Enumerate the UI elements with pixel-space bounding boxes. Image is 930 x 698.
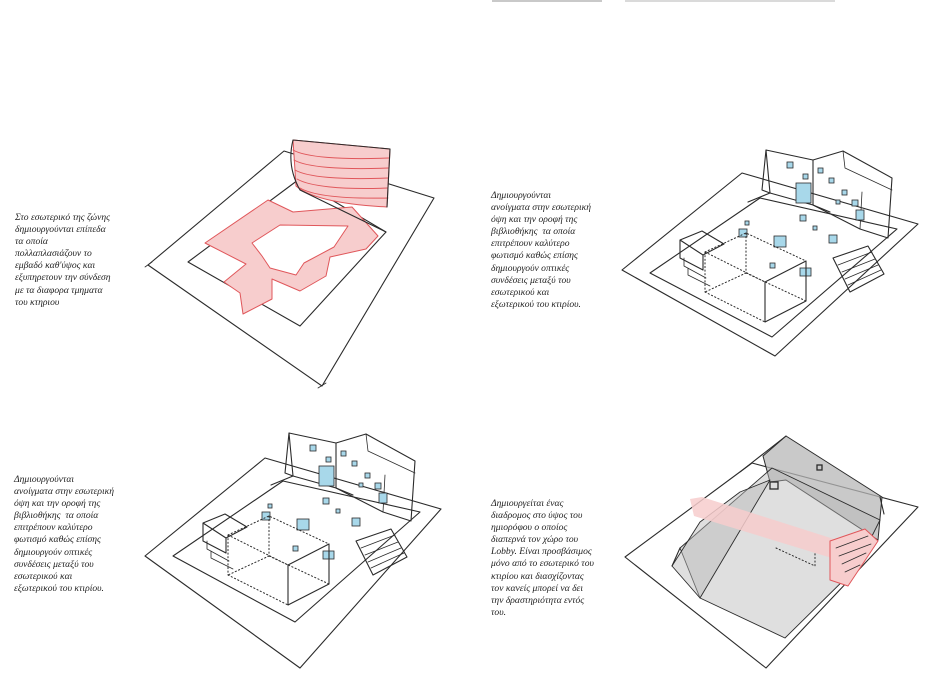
library-openings-drawing <box>679 149 893 323</box>
site-plate <box>147 150 435 387</box>
roof-slab <box>649 197 898 338</box>
walkway-dotted-path <box>775 547 816 567</box>
roof-opening-mark <box>816 464 823 471</box>
wall-edge-lines <box>671 435 885 567</box>
cropped-header-fragment <box>625 0 835 2</box>
diagram-library-openings-bottom <box>144 432 442 669</box>
site-plate <box>621 172 919 357</box>
mezzanine-walkway-band <box>690 497 862 566</box>
site-plate <box>144 457 442 669</box>
library-openings-drawing <box>202 432 416 606</box>
walkway-stair-steps <box>835 535 872 573</box>
caption-library-openings-bottom: Δημιουργούνται ανοίγματα στην εσωτερική … <box>14 474 114 594</box>
roof-opening-mark <box>769 481 779 490</box>
caption-floor-levels: Στο εσωτερικό της ζώνης δημιουργούνται ε… <box>15 212 111 308</box>
site-plate-overshoot <box>144 261 327 389</box>
wall-level-lines <box>292 149 390 199</box>
diagram-mezzanine-walkway <box>624 435 919 669</box>
upper-plane <box>671 479 771 599</box>
walkway-stair-block <box>829 528 879 587</box>
diagram-library-openings-top <box>621 149 919 357</box>
striped-wall-outline <box>290 139 391 233</box>
cropped-header-fragment <box>492 0 602 2</box>
caption-library-openings-top: Δημιουργούνται ανοίγματα στην εσωτερική … <box>491 190 591 310</box>
caption-mezzanine-walkway: Δημιουργείται ένας διαδρομος στο ύψος το… <box>491 498 594 618</box>
site-plate <box>624 462 919 669</box>
roof-slab <box>172 480 421 623</box>
diagram-floor-levels <box>144 139 435 389</box>
floor-levels-plan <box>204 199 379 315</box>
